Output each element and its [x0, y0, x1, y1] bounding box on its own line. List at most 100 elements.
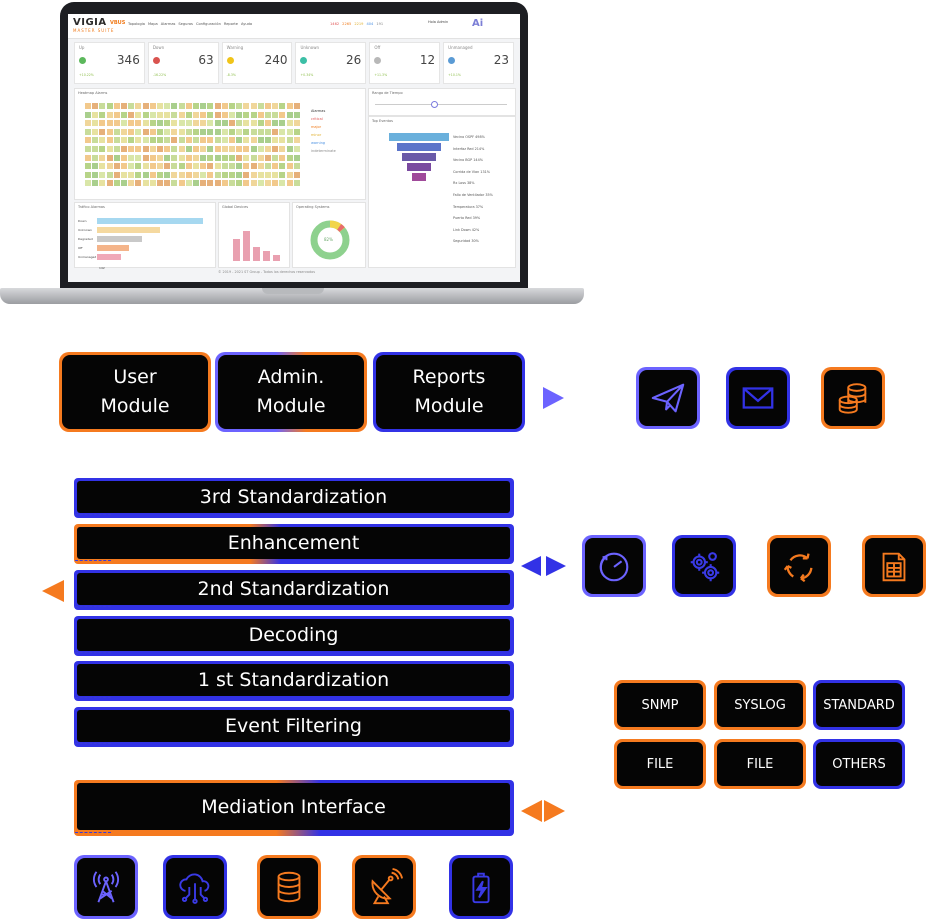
heatmap-cell[interactable] [200, 163, 207, 170]
nav-item[interactable]: Alarmas [160, 22, 176, 26]
heatmap-cell[interactable] [250, 103, 257, 109]
heatmap-cell[interactable] [85, 154, 91, 161]
heatmap-cell[interactable] [185, 180, 192, 187]
heatmap-cell[interactable] [92, 128, 99, 135]
heatmap-cell[interactable] [85, 163, 91, 170]
alarm-badge[interactable]: 2219 [354, 22, 364, 26]
heatmap-cell[interactable] [207, 146, 214, 152]
heatmap-cell[interactable] [193, 163, 199, 170]
heatmap-cell[interactable] [121, 111, 127, 118]
heatmap-cell[interactable] [113, 171, 120, 178]
heatmap-cell[interactable] [279, 111, 286, 118]
heatmap-cell[interactable] [279, 171, 286, 178]
heatmap-cell[interactable] [243, 120, 250, 127]
heatmap-cell[interactable] [272, 111, 279, 118]
heatmap-cell[interactable] [257, 171, 264, 178]
heatmap-cell[interactable] [214, 180, 221, 187]
heatmap-cell[interactable] [214, 120, 221, 127]
heatmap-cell[interactable] [85, 103, 91, 109]
kpi-card[interactable]: Unmanaged 23 +10.1% [443, 42, 514, 84]
heatmap-cell[interactable] [164, 146, 171, 152]
heatmap-cell[interactable] [178, 180, 185, 187]
heatmap-cell[interactable] [200, 103, 207, 109]
heatmap-cell[interactable] [214, 163, 221, 170]
bar[interactable]: 190 [97, 245, 130, 261]
heatmap-cell[interactable] [121, 154, 127, 161]
heatmap-cell[interactable] [200, 111, 207, 118]
heatmap-cell[interactable] [85, 111, 91, 118]
heatmap-cell[interactable] [221, 154, 228, 161]
heatmap-cell[interactable] [185, 120, 192, 127]
heatmap-cell[interactable] [113, 180, 120, 187]
layer-bar[interactable]: Enhancement [74, 524, 514, 564]
heatmap-cell[interactable] [257, 154, 264, 161]
heatmap-cell[interactable] [214, 154, 221, 161]
heatmap-cell[interactable] [286, 111, 293, 118]
heatmap-cell[interactable] [286, 128, 293, 135]
heatmap-cell[interactable] [286, 103, 293, 109]
heatmap-cell[interactable] [178, 154, 185, 161]
heatmap-cell[interactable] [178, 103, 185, 109]
heatmap-cell[interactable] [214, 103, 221, 109]
heatmap-cell[interactable] [106, 137, 113, 144]
alarm-badge[interactable]: 1462 [330, 22, 340, 26]
heatmap-cell[interactable] [128, 180, 135, 187]
heatmap-cell[interactable] [92, 146, 99, 152]
protocol-box[interactable]: FILE [614, 739, 706, 789]
heatmap-cell[interactable] [257, 120, 264, 127]
layer-bar[interactable]: 3rd Standardization [74, 478, 514, 518]
heatmap-cell[interactable] [164, 111, 171, 118]
kpi-card[interactable]: Unknown 26 +0.34% [295, 42, 367, 84]
heatmap-cell[interactable] [272, 163, 279, 170]
heatmap-cell[interactable] [272, 128, 279, 135]
heatmap-cell[interactable] [157, 154, 163, 161]
heatmap-cell[interactable] [121, 180, 127, 187]
heatmap-cell[interactable] [221, 171, 228, 178]
heatmap-cell[interactable] [178, 128, 185, 135]
heatmap-cell[interactable] [185, 137, 192, 144]
heatmap-cell[interactable] [142, 111, 149, 118]
heatmap-cell[interactable] [92, 120, 99, 127]
heatmap-cell[interactable] [92, 180, 99, 187]
heatmap-cell[interactable] [214, 171, 221, 178]
heatmap-cell[interactable] [171, 146, 178, 152]
heatmap-cell[interactable] [157, 171, 163, 178]
heatmap-cell[interactable] [272, 154, 279, 161]
heatmap-cell[interactable] [221, 163, 228, 170]
heatmap-cell[interactable] [185, 128, 192, 135]
heatmap-cell[interactable] [207, 137, 214, 144]
heatmap-cell[interactable] [157, 111, 163, 118]
heatmap-cell[interactable] [128, 120, 135, 127]
bar[interactable]: 406 [97, 227, 160, 243]
heatmap-cell[interactable] [293, 120, 300, 127]
heatmap-cell[interactable] [178, 111, 185, 118]
heatmap-cell[interactable] [85, 120, 91, 127]
heatmap-cell[interactable] [171, 171, 178, 178]
heatmap-cell[interactable] [207, 103, 214, 109]
heatmap-cell[interactable] [286, 120, 293, 127]
heatmap-cell[interactable] [149, 146, 156, 152]
heatmap-cell[interactable] [178, 137, 185, 144]
heatmap-cell[interactable] [272, 171, 279, 178]
heatmap-cell[interactable] [171, 163, 178, 170]
heatmap-cell[interactable] [257, 103, 264, 109]
heatmap-cell[interactable] [164, 180, 171, 187]
heatmap-cell[interactable] [142, 163, 149, 170]
heatmap-cell[interactable] [99, 120, 106, 127]
heatmap-cell[interactable] [149, 163, 156, 170]
heatmap-cell[interactable] [279, 163, 286, 170]
heatmap-cell[interactable] [243, 137, 250, 144]
mediation-interface-bar[interactable]: Mediation Interface [74, 780, 514, 836]
heatmap-cell[interactable] [135, 103, 142, 109]
heatmap-cell[interactable] [207, 120, 214, 127]
heatmap-cell[interactable] [200, 120, 207, 127]
heatmap-cell[interactable] [92, 111, 99, 118]
heatmap-cell[interactable] [178, 171, 185, 178]
heatmap-cell[interactable] [207, 128, 214, 135]
heatmap-cell[interactable] [265, 163, 271, 170]
heatmap-cell[interactable] [200, 137, 207, 144]
heatmap-cell[interactable] [106, 128, 113, 135]
funnel-bar[interactable] [402, 153, 436, 161]
heatmap-cell[interactable] [265, 146, 271, 152]
heatmap-cell[interactable] [106, 103, 113, 109]
